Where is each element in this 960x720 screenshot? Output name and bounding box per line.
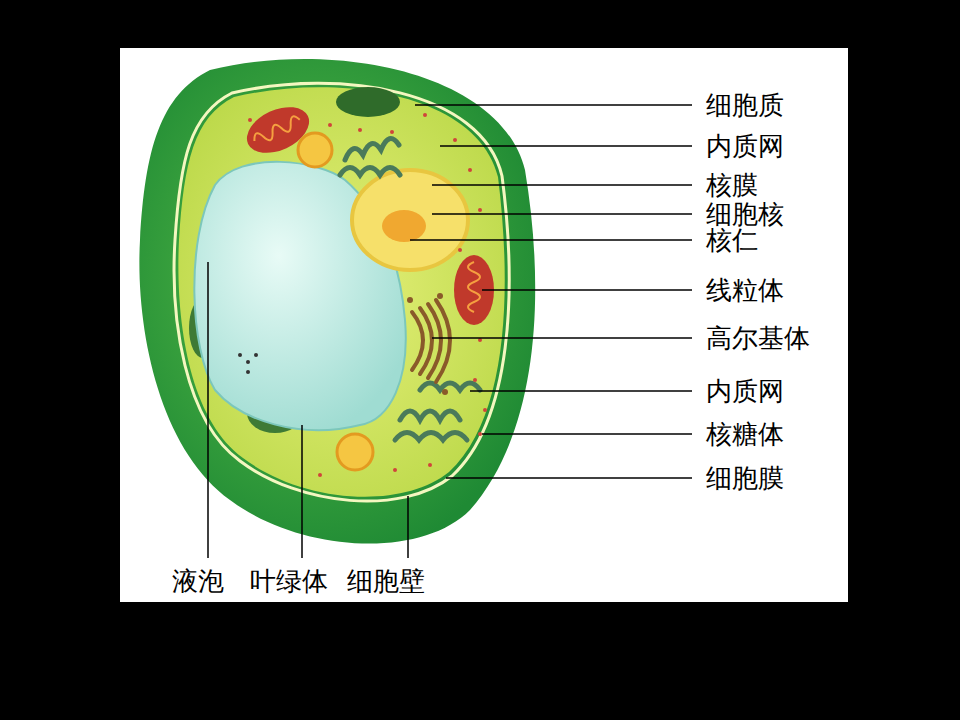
part-label: 细胞壁: [347, 566, 425, 596]
part-label: 细胞膜: [706, 463, 784, 493]
part-label: 核膜: [706, 170, 758, 200]
part-label: 液泡: [172, 566, 224, 596]
part-label: 线粒体: [706, 275, 784, 305]
part-label: 细胞质: [706, 90, 784, 120]
part-label: 内质网: [706, 131, 784, 161]
part-label: 细胞核: [706, 199, 784, 229]
part-label: 核仁: [706, 225, 758, 255]
part-label: 内质网: [706, 376, 784, 406]
part-label: 高尔基体: [706, 323, 810, 353]
part-label: 叶绿体: [250, 566, 328, 596]
part-label: 核糖体: [706, 419, 784, 449]
